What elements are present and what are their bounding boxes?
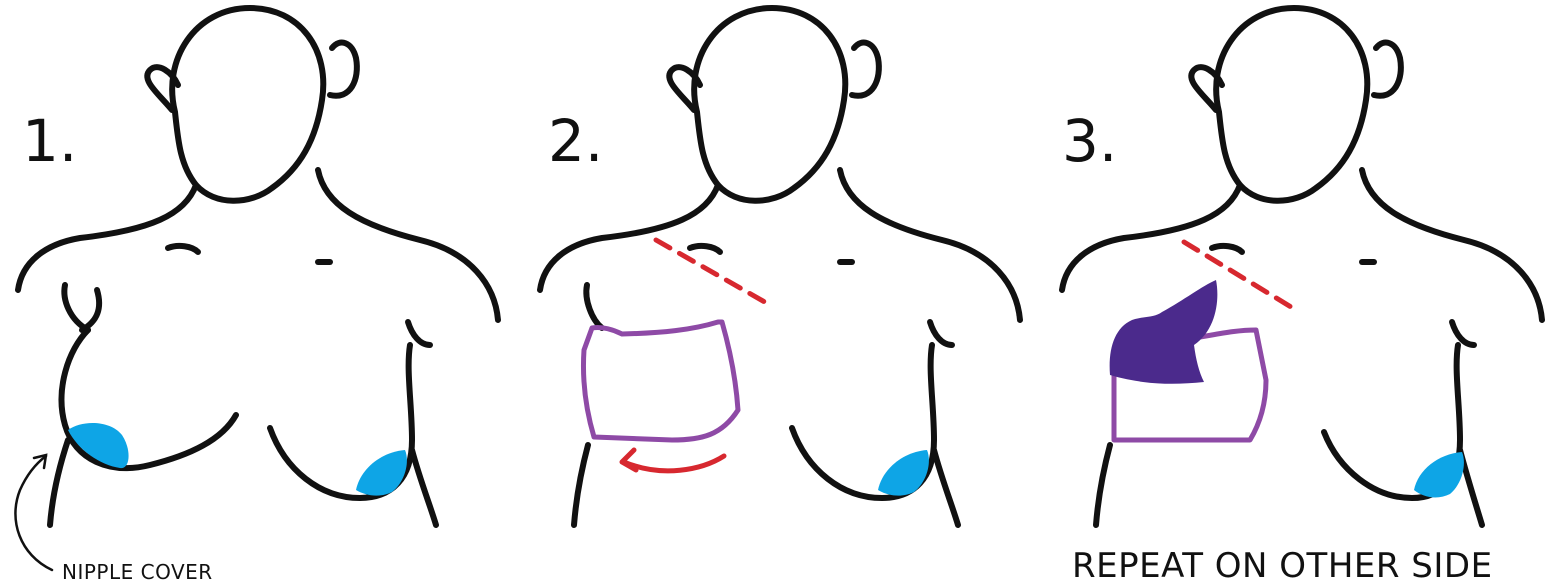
curved-arrow-icon xyxy=(15,455,52,570)
red-arrow-icon xyxy=(622,450,724,471)
step-1-panel: 1. NIPPLE COVER xyxy=(0,0,522,586)
torso-outline xyxy=(540,8,1020,525)
step-1-figure xyxy=(0,0,522,586)
nipple-cover-label: NIPPLE COVER xyxy=(62,560,213,584)
torso-outline xyxy=(1062,8,1542,525)
tape-lift-piece xyxy=(1110,280,1218,384)
step-2-panel: 2. xyxy=(522,0,1044,586)
step-3-panel: 3. xyxy=(1044,0,1566,586)
step-2-figure xyxy=(522,0,1044,586)
step-number-1: 1. xyxy=(22,112,77,170)
step-number-2: 2. xyxy=(548,112,603,170)
nipple-cover-right xyxy=(878,450,929,496)
step-number-3: 3. xyxy=(1062,112,1117,170)
nipple-cover-right xyxy=(1414,452,1464,497)
tape-strip-outline xyxy=(583,322,738,440)
repeat-instruction-label: REPEAT ON OTHER SIDE xyxy=(1072,546,1493,586)
nipple-cover-right xyxy=(356,450,407,496)
step-3-figure xyxy=(1044,0,1566,586)
